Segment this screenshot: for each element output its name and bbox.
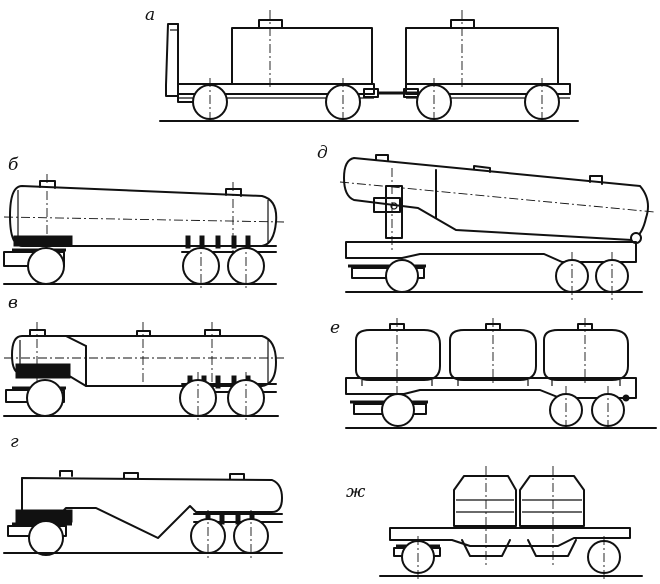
- trailer-frame: [345, 241, 637, 263]
- panel-a-truck-trailer: [159, 10, 579, 124]
- fifth-wheel-block: [13, 235, 73, 247]
- panel-zh-flatbed-hoppers: [379, 466, 643, 580]
- panel-label-b: б: [8, 155, 19, 175]
- panel-label-v: в: [8, 293, 18, 313]
- container: [543, 318, 629, 386]
- tank-body: [343, 157, 649, 241]
- truck-cab: [165, 23, 197, 103]
- panel-label-e: е: [330, 318, 340, 338]
- truck-tank: [231, 27, 373, 85]
- trailer-tank: [405, 27, 559, 85]
- panel-b-semitrailer-tank: [3, 174, 285, 290]
- tank-body: [21, 477, 283, 539]
- panel-label-g: г: [10, 432, 19, 452]
- panel-label-a: а: [145, 5, 155, 25]
- hopper: [453, 466, 517, 566]
- panel-d-tipping-tank: [339, 154, 655, 300]
- wheel: [385, 259, 419, 293]
- trailer-frame: [389, 527, 631, 547]
- panel-label-zh: ж: [346, 482, 366, 502]
- wheel: [28, 520, 64, 556]
- trailer-frame: [345, 377, 637, 399]
- panel-v-semitrailer-tank: [3, 322, 284, 422]
- panel-e-flatbed-containers: [345, 318, 657, 432]
- hopper: [519, 466, 585, 566]
- panel-g-semitrailer-v-bottom: [3, 470, 283, 560]
- wheel: [381, 393, 415, 427]
- wheel: [27, 247, 65, 285]
- wheel: [26, 379, 64, 417]
- container: [449, 318, 537, 386]
- panel-label-d: д: [317, 143, 328, 163]
